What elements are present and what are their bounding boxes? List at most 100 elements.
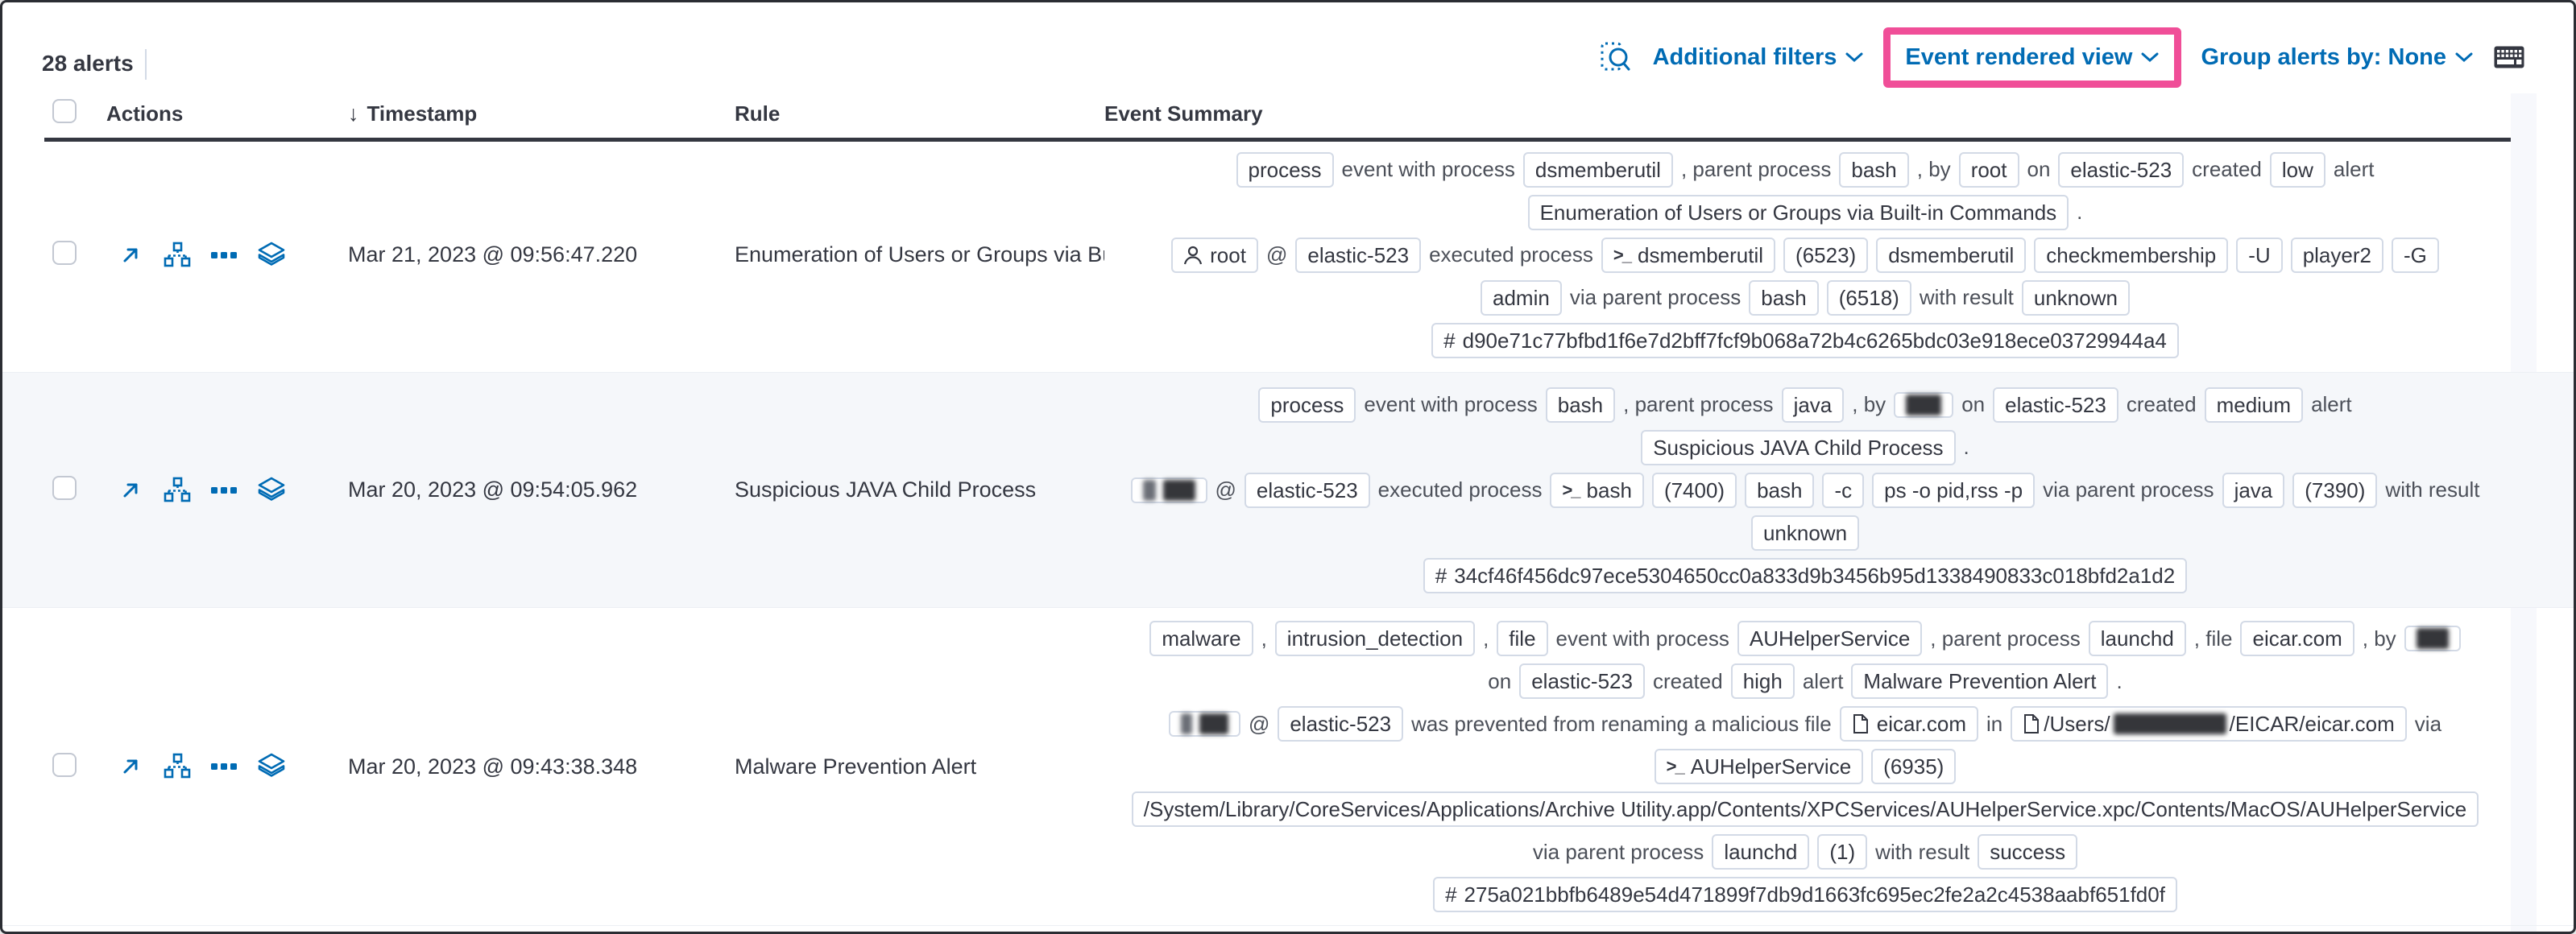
- more-actions-button[interactable]: [209, 241, 238, 270]
- badge-label: (6518): [1838, 285, 1899, 310]
- event-field-badge[interactable]: #34cf46f456dc97ece5304650cc0a833d9b3456b…: [1423, 557, 2188, 593]
- event-field-badge[interactable]: malware: [1149, 621, 1253, 656]
- investigate-in-timeline-button[interactable]: [256, 752, 287, 781]
- event-field-badge[interactable]: -U: [2236, 237, 2283, 273]
- event-field-badge[interactable]: eicar.com: [2240, 621, 2354, 656]
- investigate-in-timeline-button[interactable]: [256, 241, 287, 270]
- column-header-event-summary: Event Summary: [1104, 101, 1263, 126]
- event-field-badge[interactable]: dsmemberutil: [1876, 237, 2027, 273]
- event-field-badge[interactable]: Suspicious JAVA Child Process: [1641, 429, 1956, 465]
- event-field-badge[interactable]: AUHelperService: [1737, 621, 1923, 656]
- event-field-badge[interactable]: root: [1958, 151, 2019, 188]
- summary-text: on: [1488, 668, 1512, 693]
- inspect-button[interactable]: [1597, 39, 1634, 76]
- event-field-badge[interactable]: bash: [1745, 472, 1815, 508]
- event-field-badge[interactable]: elastic-523: [1519, 663, 1645, 699]
- event-field-badge[interactable]: -c: [1822, 472, 1865, 508]
- event-field-badge[interactable]: java: [2222, 472, 2285, 508]
- event-field-badge[interactable]: bash: [1749, 279, 1819, 316]
- event-field-badge[interactable]: elastic-523: [1244, 472, 1370, 508]
- keyboard-shortcuts-button[interactable]: [2493, 45, 2525, 69]
- expand-alert-button[interactable]: [116, 752, 145, 781]
- expand-alert-button[interactable]: [116, 476, 145, 505]
- event-field-badge[interactable]: process: [1236, 151, 1334, 188]
- select-row-checkbox[interactable]: [52, 476, 77, 500]
- event-field-badge[interactable]: elastic-523: [2058, 151, 2185, 188]
- select-all-checkbox[interactable]: [52, 98, 77, 123]
- badge-label: eicar.com: [1876, 712, 1967, 736]
- event-field-badge[interactable]: (1): [1817, 834, 1868, 870]
- event-field-badge[interactable]: /Users//EICAR/eicar.com: [2011, 706, 2407, 742]
- badge-label: file: [1509, 626, 1536, 651]
- investigate-in-timeline-icon: [256, 241, 287, 270]
- chevron-down-icon: [1845, 51, 1864, 64]
- event-field-badge[interactable]: /System/Library/CoreServices/Application…: [1131, 791, 2479, 827]
- more-actions-button[interactable]: [209, 476, 238, 505]
- more-actions-button[interactable]: [209, 752, 238, 781]
- event-field-badge[interactable]: #275a021bbfb6489e54d471899f7db9d1663fc69…: [1433, 877, 2177, 912]
- event-field-badge[interactable]: >_AUHelperService: [1654, 749, 1864, 784]
- event-field-badge[interactable]: process: [1258, 386, 1356, 423]
- badge-label: (7390): [2305, 477, 2366, 502]
- event-field-badge[interactable]: (7390): [2292, 472, 2378, 508]
- event-field-badge[interactable]: Malware Prevention Alert: [1851, 663, 2109, 699]
- event-field-badge[interactable]: bash: [1839, 151, 1909, 188]
- badge-label: admin: [1493, 285, 1550, 310]
- event-field-badge[interactable]: dsmemberutil: [1522, 151, 1673, 188]
- select-row-checkbox[interactable]: [52, 752, 77, 777]
- summary-text: alert: [2311, 392, 2352, 416]
- more-actions-icon: [209, 476, 238, 505]
- select-row-checkbox[interactable]: [52, 241, 77, 265]
- event-field-badge[interactable]: launchd: [1712, 834, 1810, 870]
- event-field-badge[interactable]: unknown: [2021, 279, 2130, 316]
- group-alerts-by-button[interactable]: Group alerts by: None: [2201, 44, 2474, 71]
- event-field-badge[interactable]: success: [1978, 834, 2078, 870]
- event-field-badge[interactable]: Enumeration of Users or Groups via Built…: [1527, 194, 2069, 230]
- redacted-value: [2113, 713, 2226, 734]
- event-field-badge[interactable]: ps -o pid,rss -p: [1872, 472, 2036, 508]
- event-field-badge[interactable]: checkmembership: [2034, 237, 2229, 273]
- analyze-event-button[interactable]: [163, 476, 192, 505]
- event-field-badge[interactable]: elastic-523: [1993, 386, 2118, 423]
- event-field-badge[interactable]: elastic-523: [1278, 706, 1404, 742]
- badge-label: (7400): [1663, 477, 1725, 502]
- expand-alert-button[interactable]: [116, 241, 145, 270]
- event-field-badge[interactable]: launchd: [2088, 621, 2186, 656]
- event-field-badge[interactable]: unknown: [1750, 515, 1860, 551]
- event-field-badge[interactable]: [1894, 391, 1954, 418]
- investigate-in-timeline-button[interactable]: [256, 476, 287, 505]
- event-field-badge[interactable]: (7400): [1651, 472, 1737, 508]
- event-field-badge[interactable]: [1130, 477, 1207, 503]
- event-field-badge[interactable]: root: [1171, 237, 1258, 273]
- event-field-badge[interactable]: java: [1781, 386, 1845, 423]
- event-field-badge[interactable]: -G: [2391, 237, 2439, 273]
- view-selector-button[interactable]: Event rendered view: [1905, 44, 2160, 71]
- summary-text: via parent process: [1532, 839, 1704, 864]
- event-field-badge[interactable]: elastic-523: [1295, 237, 1422, 273]
- event-field-badge[interactable]: bash: [1545, 386, 1616, 423]
- event-field-badge[interactable]: >_bash: [1550, 472, 1644, 508]
- event-field-badge[interactable]: file: [1497, 621, 1548, 656]
- event-field-badge[interactable]: medium: [2204, 386, 2304, 423]
- event-field-badge[interactable]: low: [2269, 151, 2325, 188]
- event-field-badge[interactable]: high: [1730, 663, 1795, 699]
- event-field-badge[interactable]: (6523): [1783, 237, 1869, 273]
- event-field-badge[interactable]: (6935): [1871, 749, 1957, 784]
- analyze-event-button[interactable]: [163, 752, 192, 781]
- event-field-badge[interactable]: [1168, 711, 1240, 737]
- event-field-badge[interactable]: >_dsmemberutil: [1601, 237, 1776, 273]
- alert-rule-name: Malware Prevention Alert: [735, 754, 977, 779]
- analyze-event-button[interactable]: [163, 241, 192, 270]
- event-field-badge[interactable]: eicar.com: [1839, 706, 1979, 742]
- additional-filters-button[interactable]: Additional filters: [1653, 44, 1865, 71]
- event-field-badge[interactable]: [2404, 626, 2461, 651]
- event-field-badge[interactable]: intrusion_detection: [1274, 621, 1476, 656]
- event-field-badge[interactable]: (6518): [1826, 279, 1911, 316]
- column-header-timestamp[interactable]: ↓ Timestamp: [348, 101, 735, 126]
- event-field-badge[interactable]: player2: [2290, 237, 2383, 273]
- event-field-badge[interactable]: admin: [1481, 279, 1562, 316]
- event-field-badge[interactable]: #d90e71c77bfbd1f6e7d2bff7fcf9b068a72b4c6…: [1431, 322, 2179, 358]
- summary-text: .: [2077, 200, 2083, 224]
